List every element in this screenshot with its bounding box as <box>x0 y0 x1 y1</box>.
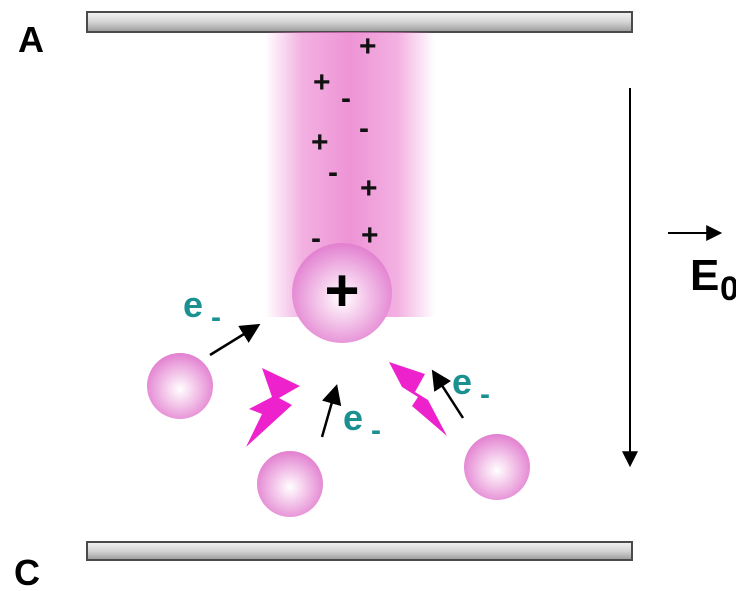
electron-path-arrow <box>209 323 261 357</box>
streamer-head-sphere <box>292 243 392 343</box>
svg-text:0: 0 <box>720 270 736 308</box>
field-label: E 0 <box>690 251 736 308</box>
molecule-sphere <box>147 353 213 419</box>
molecule-sphere <box>257 451 323 517</box>
channel-charge: - <box>359 112 369 145</box>
svg-text:-: - <box>211 301 221 334</box>
electron-path-arrow <box>320 384 342 438</box>
channel-charge: + <box>361 219 379 252</box>
streamer-head-charge: + <box>324 257 359 324</box>
lightning-bolt-icon <box>246 368 300 447</box>
svg-text:-: - <box>480 378 490 411</box>
channel-charge: - <box>341 82 351 115</box>
channel-charge: - <box>311 222 321 255</box>
channel-charge: - <box>328 156 338 189</box>
electron-label: e - <box>343 397 381 447</box>
top-plate <box>86 11 633 33</box>
svg-text:E: E <box>690 251 719 300</box>
electron-path-arrow <box>431 369 465 419</box>
svg-text:-: - <box>371 414 381 447</box>
bottom-plate <box>86 541 633 561</box>
plate-label-bottom: C <box>14 552 40 591</box>
svg-text:e: e <box>343 397 363 438</box>
svg-text:e: e <box>452 361 472 402</box>
channel-charge: + <box>359 30 377 63</box>
molecule-sphere <box>464 434 530 500</box>
plate-label-top: A <box>18 19 44 60</box>
svg-text:e: e <box>183 284 203 325</box>
lightning-bolt-icon <box>389 362 447 436</box>
channel-charges: + + - + - - + - + <box>311 30 379 255</box>
channel-charge: + <box>360 172 378 205</box>
electron-label: e - <box>183 284 221 334</box>
electron-label: e - <box>452 361 490 411</box>
channel-charge: + <box>313 66 331 99</box>
channel-charge: + <box>311 126 329 159</box>
